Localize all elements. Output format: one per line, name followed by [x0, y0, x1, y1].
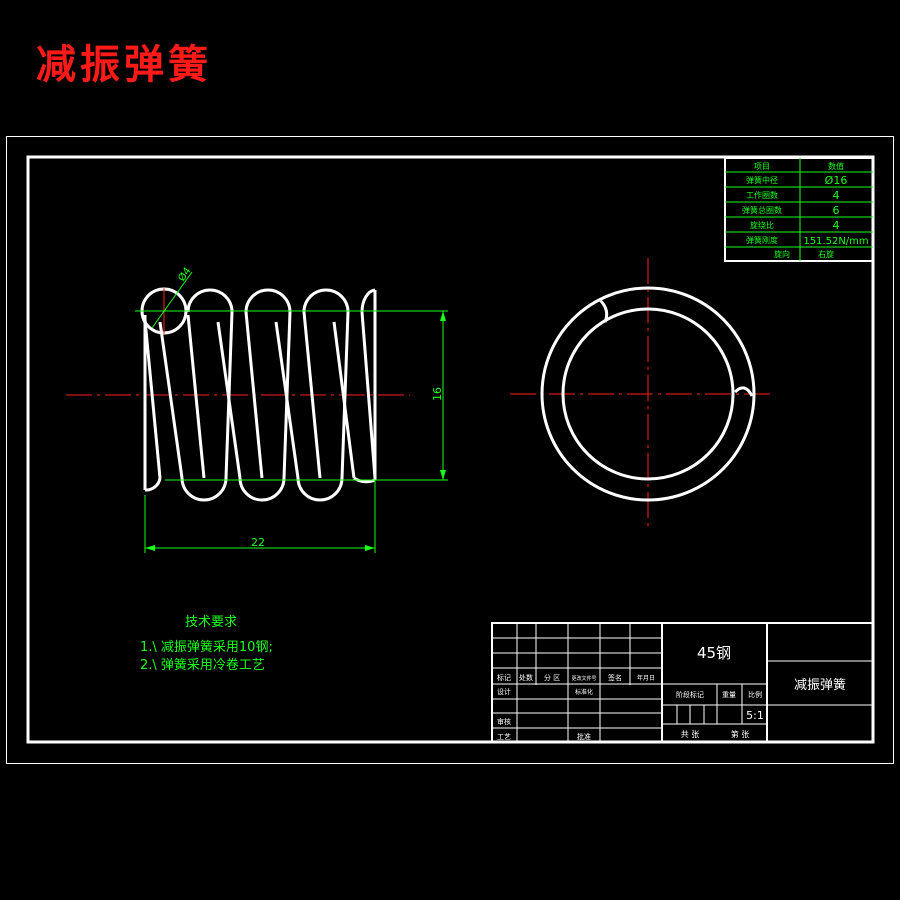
drawing-frame: [26, 155, 875, 744]
label-signature: 签名: [608, 673, 622, 682]
sheet-outer-border: [6, 136, 894, 764]
label-process: 工艺: [497, 733, 511, 741]
spring-front-view: Ø4 16 22: [66, 265, 448, 553]
param-label: 弹簧中径: [746, 175, 778, 185]
label-review: 审核: [497, 717, 511, 726]
label-zone: 分 区: [544, 673, 560, 682]
param-label: 旋向: [774, 249, 790, 259]
page-title: 减振弹簧: [36, 41, 212, 88]
title-block: 45钢 减振弹簧 5:1 标记 处数 分 区 更改文件号 签名 年月日 设计 标…: [491, 622, 874, 743]
label-date: 年月日: [637, 674, 655, 682]
tech-req-item: 1.\ 减振弹簧采用10钢;: [140, 639, 273, 655]
param-header-value: 数值: [828, 161, 844, 171]
label-stage-mark: 阶段标记: [676, 690, 704, 699]
param-label: 弹簧刚度: [746, 235, 778, 245]
param-value: 6: [833, 204, 840, 217]
label-count: 处数: [519, 673, 533, 682]
label-approve: 批准: [577, 732, 591, 741]
scale-value: 5:1: [746, 709, 764, 722]
label-sheets-total: 共 张: [681, 730, 700, 739]
param-value: 右旋: [818, 249, 834, 259]
label-sheet-no: 第 张: [731, 729, 750, 739]
param-header-item: 项目: [754, 162, 770, 171]
param-value: 4: [833, 189, 840, 202]
tech-req-heading: 技术要求: [185, 615, 237, 630]
param-value: 4: [833, 219, 840, 232]
param-value: 151.52N/mm: [803, 236, 868, 247]
param-value: Ø16: [825, 174, 848, 187]
label-design: 设计: [497, 687, 511, 696]
material-text: 45钢: [697, 644, 731, 662]
param-label: 旋绕比: [750, 220, 774, 230]
spring-side-view: [510, 258, 770, 530]
label-change-doc: 更改文件号: [571, 675, 596, 682]
tech-req-item: 2.\ 弹簧采用冷卷工艺: [140, 657, 265, 673]
param-table: 项目 数值 弹簧中径 Ø16 工作圈数 4 弹簧总圈数 6 旋绕比 4 弹簧刚度…: [724, 157, 874, 262]
label-mark: 标记: [497, 673, 511, 682]
label-weight: 重量: [722, 691, 736, 699]
param-label: 工作圈数: [746, 190, 778, 200]
part-name-text: 减振弹簧: [794, 677, 846, 693]
tech-requirements: 技术要求 1.\ 减振弹簧采用10钢; 2.\ 弹簧采用冷卷工艺: [140, 615, 273, 673]
dim-height: 16: [431, 387, 444, 401]
dim-wire-diameter: Ø4: [176, 265, 194, 284]
param-label: 弹簧总圈数: [742, 205, 782, 215]
label-scale: 比例: [748, 690, 762, 699]
label-standardize: 标准化: [575, 688, 593, 696]
dim-length: 22: [251, 536, 265, 549]
